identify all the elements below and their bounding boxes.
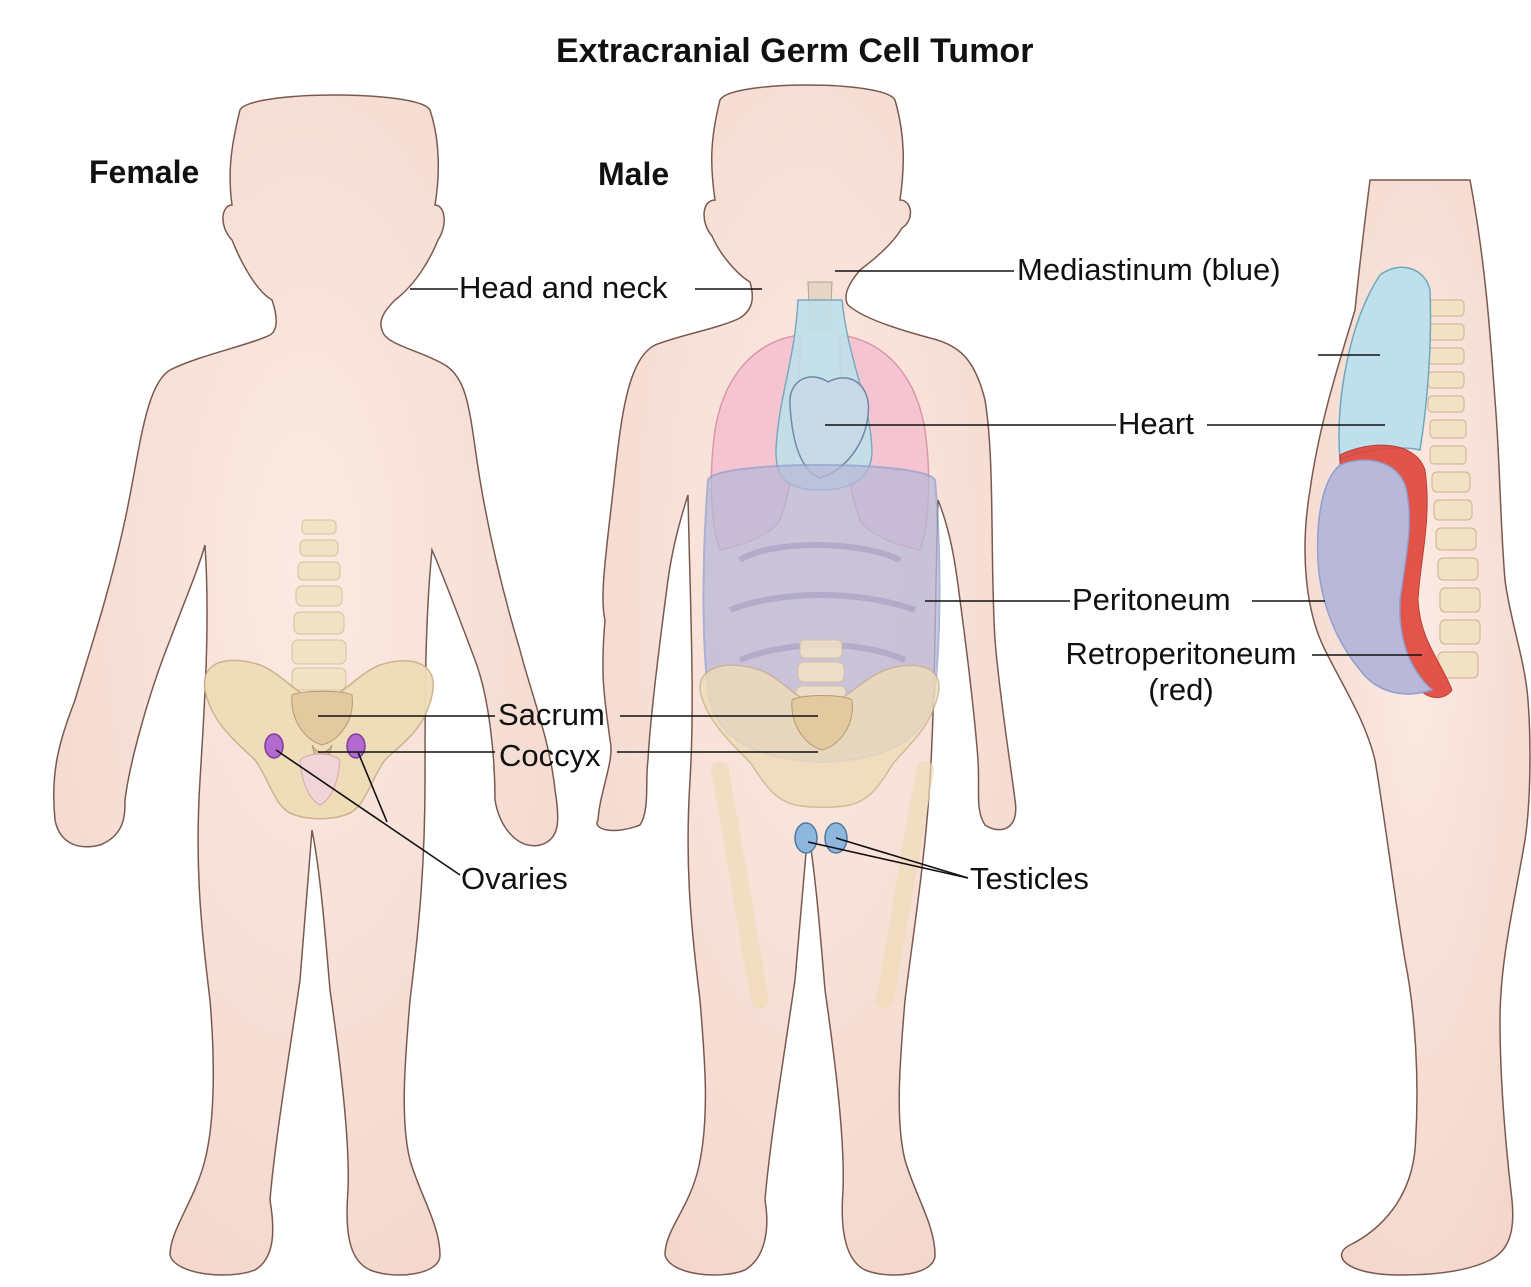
female-heading: Female bbox=[89, 154, 200, 190]
label-heart: Heart bbox=[1118, 406, 1194, 441]
male-left-testicle bbox=[794, 822, 818, 854]
side-peritoneum bbox=[1316, 459, 1434, 695]
label-sacrum: Sacrum bbox=[498, 697, 605, 732]
ovaries-leader-1 bbox=[275, 749, 461, 876]
label-retroperitoneum: Retroperitoneum (red) bbox=[1050, 636, 1312, 708]
label-ovaries: Ovaries bbox=[461, 861, 568, 896]
leader-lines bbox=[275, 270, 1422, 879]
male-heading: Male bbox=[598, 156, 670, 192]
female-body-figure bbox=[52, 94, 559, 1276]
label-coccyx: Coccyx bbox=[499, 738, 601, 773]
female-spine bbox=[291, 519, 347, 691]
label-retroperitoneum-line1: Retroperitoneum bbox=[1065, 636, 1297, 671]
side-mediastinum bbox=[1338, 266, 1432, 462]
diagram-title: Extracranial Germ Cell Tumor bbox=[556, 32, 1034, 70]
female-left-ovary bbox=[264, 733, 284, 759]
label-testicles: Testicles bbox=[970, 861, 1089, 896]
male-body-figure bbox=[596, 84, 1017, 1276]
label-peritoneum: Peritoneum bbox=[1072, 582, 1231, 617]
testicles-leader-1 bbox=[807, 841, 969, 879]
female-right-ovary bbox=[346, 733, 366, 759]
male-sacrum bbox=[791, 695, 853, 751]
label-retroperitoneum-line2: (red) bbox=[1148, 672, 1214, 707]
ovaries-leader-2 bbox=[357, 751, 388, 823]
side-profile-figure bbox=[1304, 179, 1531, 1276]
male-femurs bbox=[711, 761, 934, 1009]
label-head-and-neck: Head and neck bbox=[459, 270, 668, 305]
side-spine bbox=[1427, 299, 1481, 679]
female-sacrum bbox=[291, 690, 353, 746]
testicles-leader-2 bbox=[835, 837, 969, 879]
label-mediastinum: Mediastinum (blue) bbox=[1017, 252, 1281, 287]
